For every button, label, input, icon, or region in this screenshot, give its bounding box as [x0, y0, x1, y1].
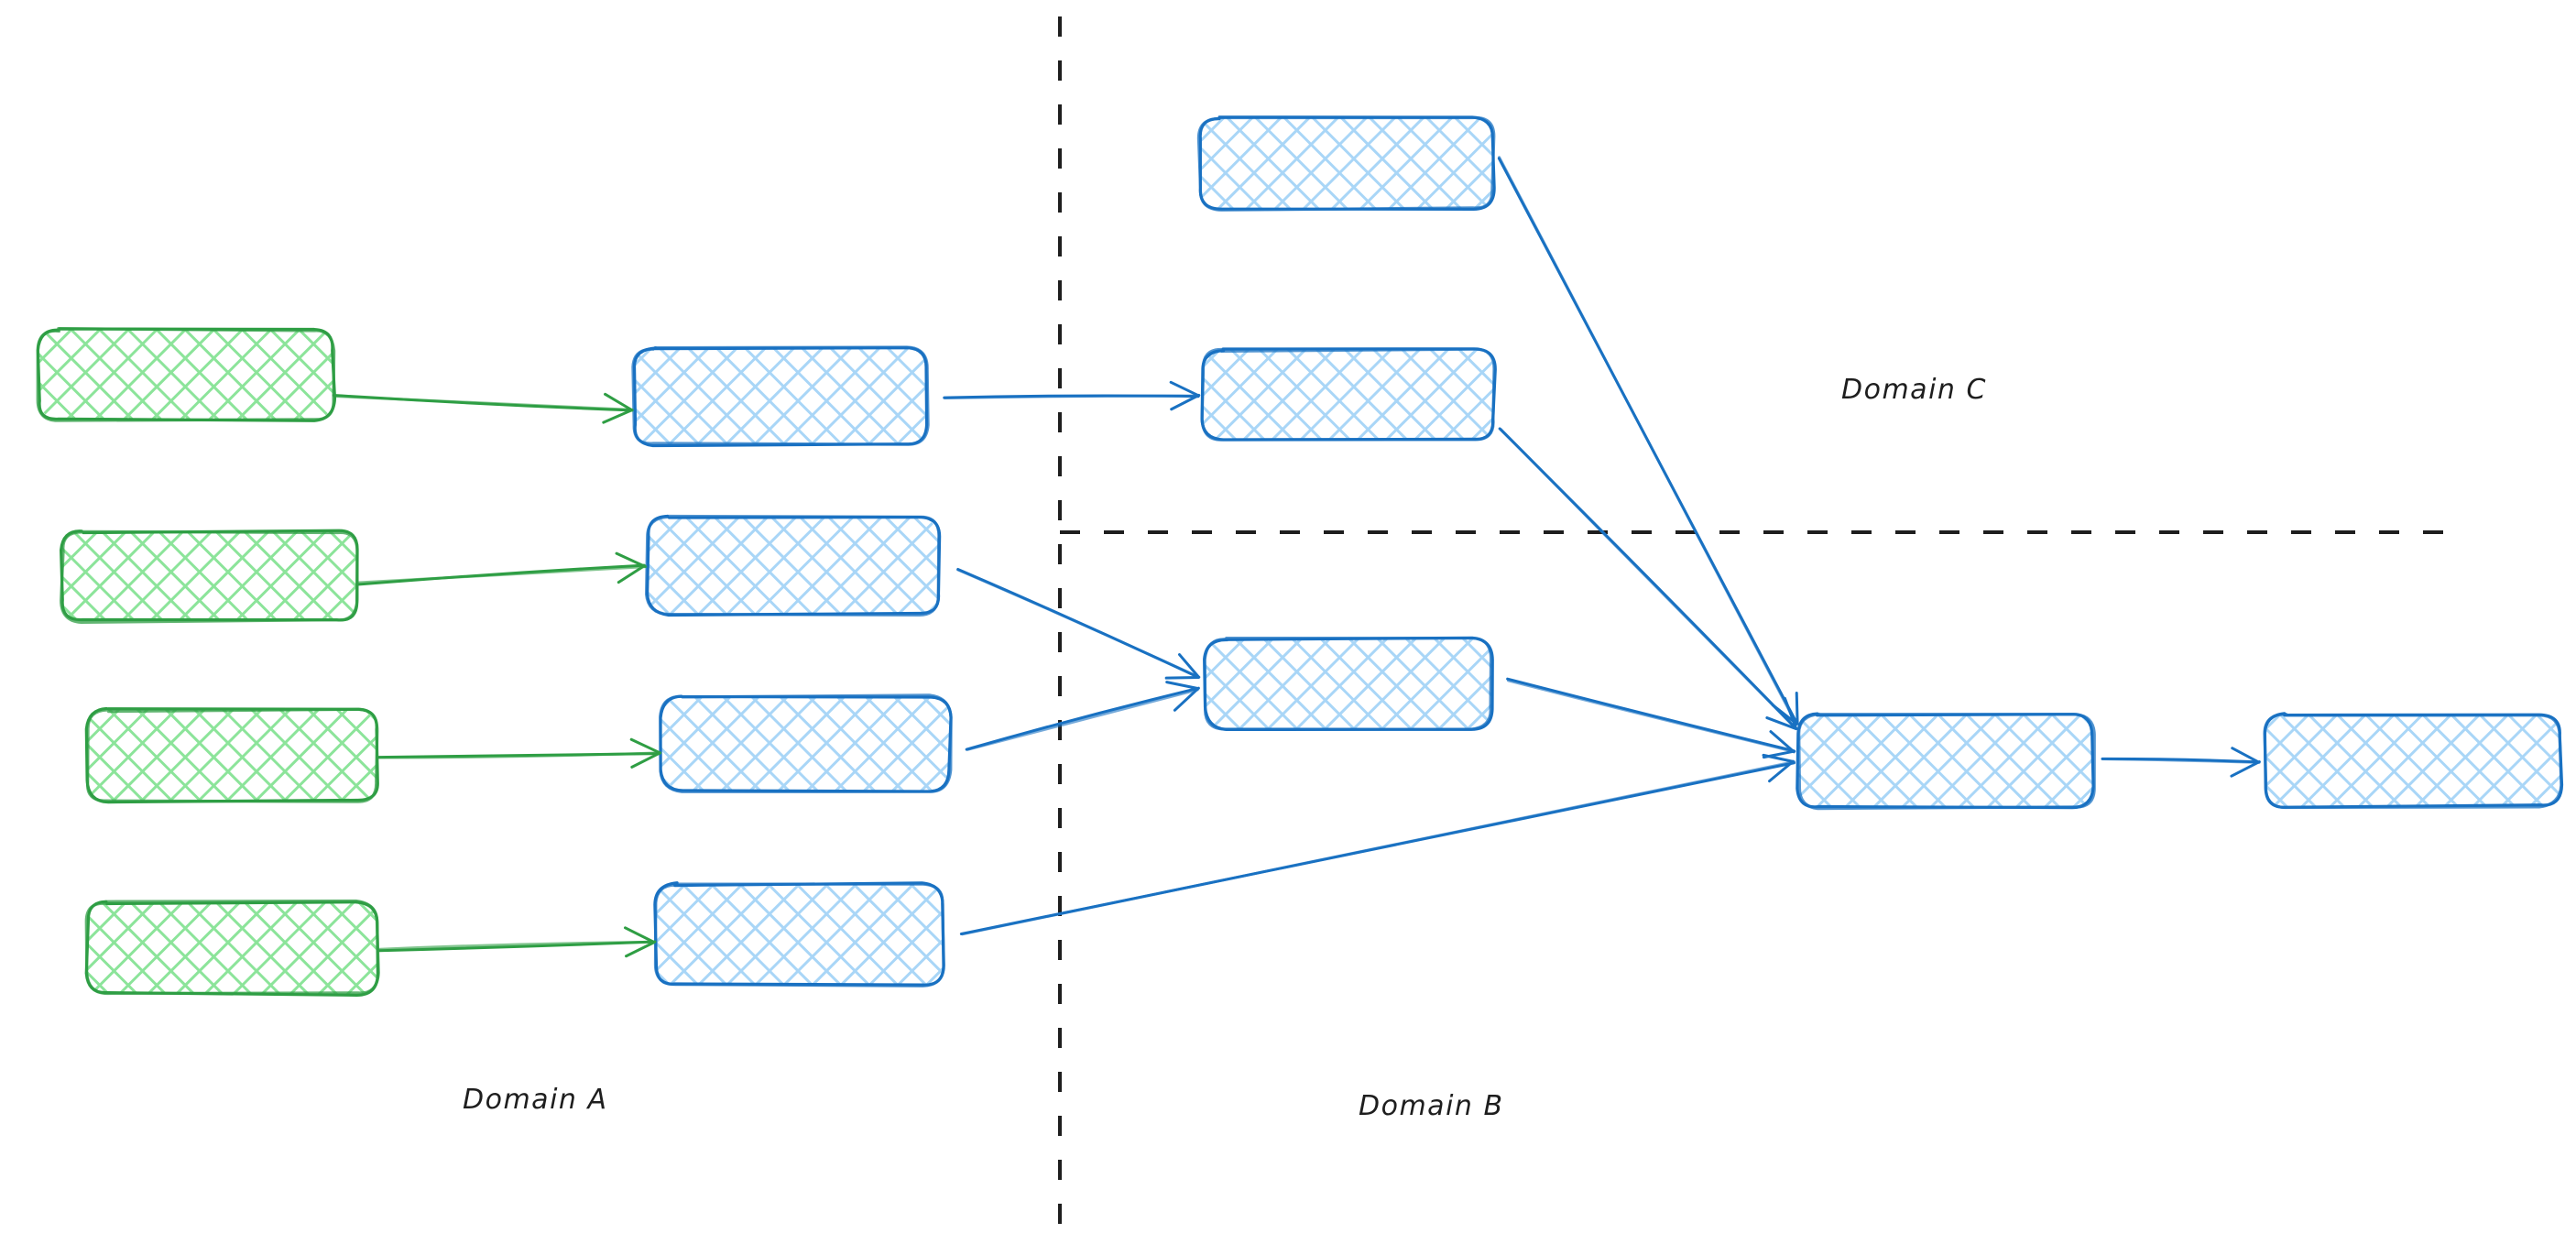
edge-arrowhead: [1795, 692, 1799, 726]
edge-a4-b4[interactable]: [376, 926, 657, 958]
edge-line: [357, 565, 648, 584]
node-d1[interactable]: [1796, 712, 2096, 811]
node-fill: [656, 884, 944, 985]
edge-line: [1506, 679, 1796, 753]
edge-arrowhead: [1783, 696, 1798, 730]
edge-arrowhead: [617, 564, 646, 584]
node-a1[interactable]: [36, 327, 337, 422]
node-b2[interactable]: [644, 514, 942, 617]
node-b3[interactable]: [659, 693, 953, 793]
edge-arrowhead: [1178, 653, 1201, 679]
edge-arrowhead: [1169, 380, 1201, 398]
edge-arrowhead: [615, 551, 647, 568]
edge-arrowhead: [629, 737, 661, 754]
node-outline: [653, 882, 945, 988]
edge-arrowhead: [625, 941, 656, 958]
edge-arrowhead: [1765, 716, 1797, 730]
node-a2[interactable]: [60, 529, 359, 625]
edge-a1-b1[interactable]: [332, 392, 634, 424]
node-b4[interactable]: [653, 881, 945, 988]
node-c3[interactable]: [1203, 636, 1494, 731]
edge-line: [333, 395, 634, 411]
node-b1[interactable]: [631, 345, 930, 448]
edge-line: [377, 751, 660, 759]
edge-arrowhead: [630, 751, 662, 769]
edge-line: [2101, 757, 2261, 764]
nodes-layer: [36, 115, 2564, 997]
node-outline: [644, 514, 941, 617]
node-outline: [1196, 115, 1496, 212]
node-fill: [2265, 715, 2560, 806]
node-outline: [1797, 712, 2096, 811]
node-fill: [1200, 117, 1493, 209]
node-outline: [1200, 347, 1496, 442]
edge-b4-d1[interactable]: [959, 753, 1796, 936]
node-outline: [1203, 637, 1493, 731]
domain-a-label: Domain A: [463, 1084, 608, 1116]
edge-line: [1499, 428, 1798, 730]
edge-line: [376, 940, 655, 951]
edge-c2-d1[interactable]: [1498, 427, 1798, 731]
edge-b3-c3[interactable]: [965, 681, 1200, 751]
edge-arrowhead: [1173, 687, 1199, 712]
node-fill: [62, 531, 357, 621]
edge-arrowhead: [1164, 675, 1200, 680]
edge-arrowhead: [1768, 759, 1795, 783]
edge-c3-d1[interactable]: [1506, 677, 1796, 759]
node-fill: [38, 330, 333, 420]
domain-c-label: Domain C: [1841, 374, 1987, 406]
node-outline: [631, 345, 930, 446]
node-outline: [86, 707, 379, 803]
domain-b-label: Domain B: [1359, 1090, 1504, 1122]
edge-arrowhead: [1165, 681, 1199, 690]
edge-line: [956, 568, 1201, 679]
node-fill: [1203, 350, 1494, 440]
edge-arrowhead: [2230, 760, 2261, 778]
edge-d1-e1[interactable]: [2101, 747, 2261, 778]
node-a3[interactable]: [84, 706, 379, 804]
node-c2[interactable]: [1200, 347, 1497, 442]
edge-b2-c3[interactable]: [956, 567, 1201, 680]
node-outline: [84, 899, 380, 996]
edge-c1-d1[interactable]: [1497, 156, 1799, 726]
edge-line: [966, 688, 1199, 751]
node-fill: [661, 696, 950, 791]
edges-layer: [332, 156, 2261, 958]
node-fill: [87, 902, 377, 994]
node-fill: [87, 710, 377, 802]
edge-arrowhead: [1762, 749, 1796, 759]
node-e1[interactable]: [2263, 712, 2564, 810]
edge-arrowhead: [602, 409, 634, 424]
node-outline: [2263, 712, 2563, 810]
edge-b1-c2[interactable]: [943, 380, 1201, 411]
node-a4[interactable]: [84, 899, 380, 997]
node-outline: [36, 327, 336, 422]
node-c1[interactable]: [1196, 115, 1496, 212]
node-outline: [60, 529, 359, 625]
edge-line: [1498, 156, 1798, 726]
edge-line: [960, 760, 1796, 936]
node-fill: [648, 518, 939, 614]
edge-arrowhead: [624, 926, 655, 944]
edge-arrowhead: [604, 392, 634, 412]
dividers-layer: [1058, 16, 2464, 1244]
edge-line: [944, 394, 1200, 400]
edge-a3-b3[interactable]: [377, 737, 662, 769]
edge-arrowhead: [2231, 747, 2260, 764]
edge-arrowhead: [1769, 730, 1796, 754]
node-fill: [1798, 715, 2093, 808]
edge-a2-b2[interactable]: [356, 551, 648, 586]
edge-arrowhead: [1170, 393, 1201, 411]
node-outline: [659, 693, 953, 793]
node-fill: [1206, 638, 1491, 728]
node-fill: [634, 348, 927, 444]
